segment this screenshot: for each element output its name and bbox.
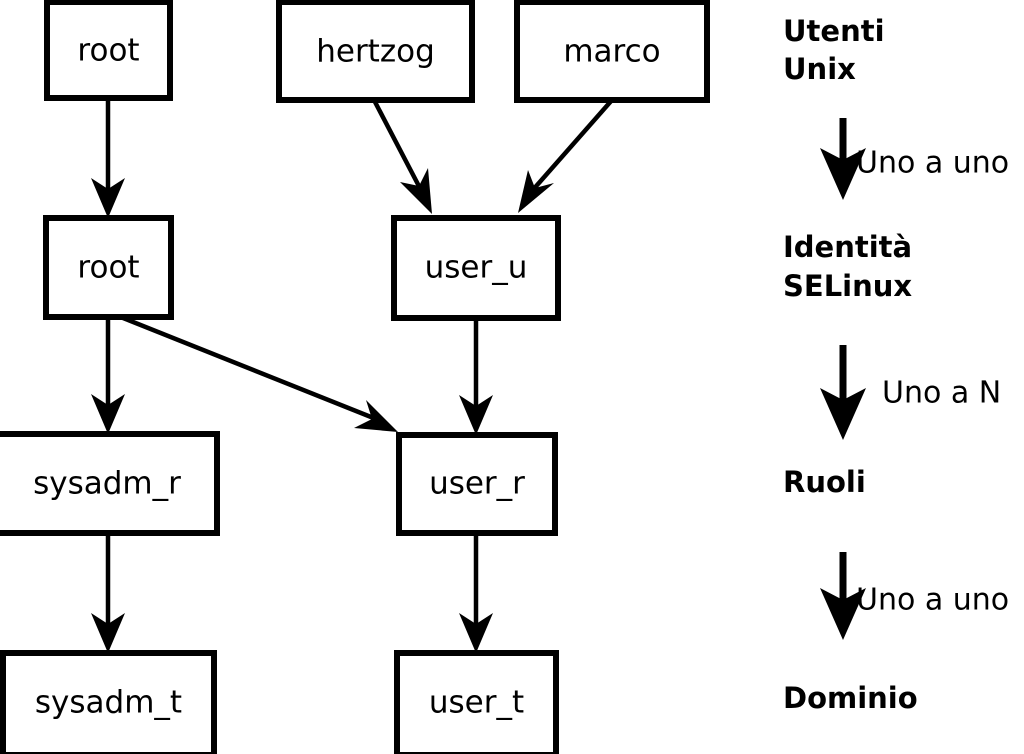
legend-relation-unix-to-identity: Uno a uno: [820, 118, 1009, 200]
node-domain-user-t[interactable]: user_t: [394, 650, 559, 754]
legend-relation-role-to-domain-label: Uno a uno: [856, 583, 1009, 618]
node-unix-marco[interactable]: marco: [514, 0, 710, 103]
edge-id-root-to-user-r: [112, 311, 398, 432]
edge-unix-root-to-id-root: [91, 98, 125, 218]
node-domain-sysadm-t-label: sysadm_t: [35, 685, 182, 721]
legend-level-unix-users: Utenti Unix: [783, 14, 885, 86]
node-role-user-r[interactable]: user_r: [396, 432, 558, 536]
legend-unix-users-line1: Utenti: [783, 14, 885, 48]
node-unix-marco-label: marco: [563, 34, 660, 70]
legend-level-selinux-identities: Identità SELinux: [783, 230, 912, 303]
legend-relation-identity-to-role: Uno a N: [820, 345, 1001, 440]
legend-level-domains: Dominio: [783, 681, 918, 715]
node-role-user-r-label: user_r: [429, 466, 525, 502]
legend-unix-users-line2: Unix: [783, 52, 856, 86]
node-identity-user-u[interactable]: user_u: [391, 215, 561, 321]
node-identity-root[interactable]: root: [43, 215, 174, 320]
edge-user-r-to-user-t: [459, 533, 493, 653]
edge-user-u-to-user-r: [459, 318, 493, 435]
node-identity-user-u-label: user_u: [425, 250, 528, 286]
legend-relation-unix-to-identity-label: Uno a uno: [856, 146, 1009, 181]
legend-roles-line1: Ruoli: [783, 465, 866, 499]
node-unix-hertzog-label: hertzog: [316, 34, 435, 70]
node-unix-hertzog[interactable]: hertzog: [276, 0, 475, 103]
edge-id-root-to-sysadm-r: [91, 317, 125, 434]
node-unix-root-label: root: [77, 33, 139, 69]
node-identity-root-label: root: [77, 250, 139, 286]
edge-group: [91, 98, 614, 653]
legend-domains-line1: Dominio: [783, 681, 918, 715]
node-group: root hertzog marco root user_u sysadm_r: [0, 0, 710, 754]
legend-relation-identity-to-role-label: Uno a N: [882, 376, 1001, 411]
node-role-sysadm-r[interactable]: sysadm_r: [0, 431, 220, 536]
edge-hertzog-to-user-u: [372, 98, 432, 214]
edge-marco-to-user-u: [518, 98, 614, 213]
node-role-sysadm-r-label: sysadm_r: [33, 466, 181, 502]
edge-sysadm-r-to-sysadm-t: [91, 533, 125, 653]
node-domain-user-t-label: user_t: [429, 685, 524, 721]
node-domain-sysadm-t[interactable]: sysadm_t: [0, 650, 217, 754]
legend-level-roles: Ruoli: [783, 465, 866, 499]
node-unix-root[interactable]: root: [44, 0, 173, 101]
legend-column: Utenti Unix Uno a uno Identità SELinux U…: [783, 14, 1009, 715]
legend-relation-role-to-domain: Uno a uno: [820, 552, 1009, 640]
legend-selinux-identities-line1: Identità: [783, 230, 912, 264]
legend-selinux-identities-line2: SELinux: [783, 269, 912, 303]
